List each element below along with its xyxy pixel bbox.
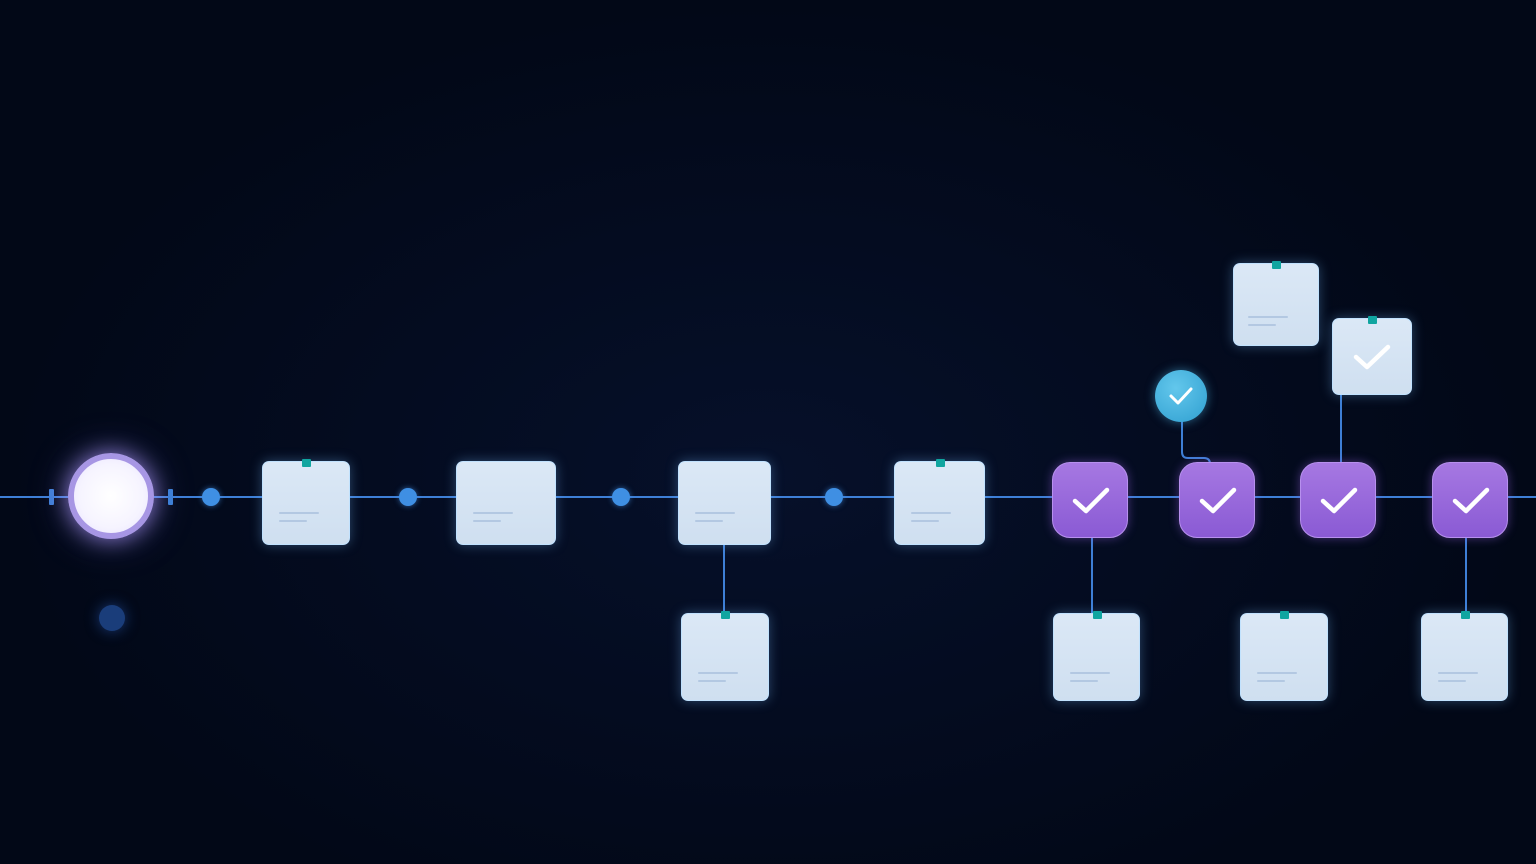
checkmark-icon (1452, 487, 1490, 514)
completed-branch-card[interactable] (1332, 316, 1412, 395)
completed-badge[interactable] (1155, 370, 1207, 422)
checkmark-icon (1072, 487, 1110, 514)
document-card-icon[interactable] (678, 461, 771, 545)
bracket-left-icon (49, 489, 54, 505)
checkmark-icon (1199, 487, 1237, 514)
branch-card[interactable] (681, 611, 769, 701)
start-node-icon[interactable] (68, 453, 154, 539)
connector-dot (825, 488, 843, 506)
badge-connector (1181, 420, 1211, 465)
completed-task-node[interactable] (1432, 462, 1508, 538)
document-card-icon[interactable] (456, 461, 556, 545)
checkmark-icon (1353, 344, 1391, 369)
checkmark-icon (1320, 487, 1358, 514)
document-card-icon[interactable] (262, 459, 350, 545)
completed-task-node[interactable] (1179, 462, 1255, 538)
origin-reflection (99, 605, 125, 631)
connector-dot (202, 488, 220, 506)
branch-card[interactable] (1053, 611, 1140, 701)
connector-dot (612, 488, 630, 506)
branch-card[interactable] (1233, 261, 1319, 346)
branch-card[interactable] (1421, 611, 1508, 701)
document-card-icon[interactable] (894, 459, 985, 545)
connector-dot (399, 488, 417, 506)
checkmark-icon (1169, 387, 1193, 405)
branch-card[interactable] (1240, 611, 1328, 701)
completed-task-node[interactable] (1300, 462, 1376, 538)
bracket-right-icon (168, 489, 173, 505)
completed-task-node[interactable] (1052, 462, 1128, 538)
